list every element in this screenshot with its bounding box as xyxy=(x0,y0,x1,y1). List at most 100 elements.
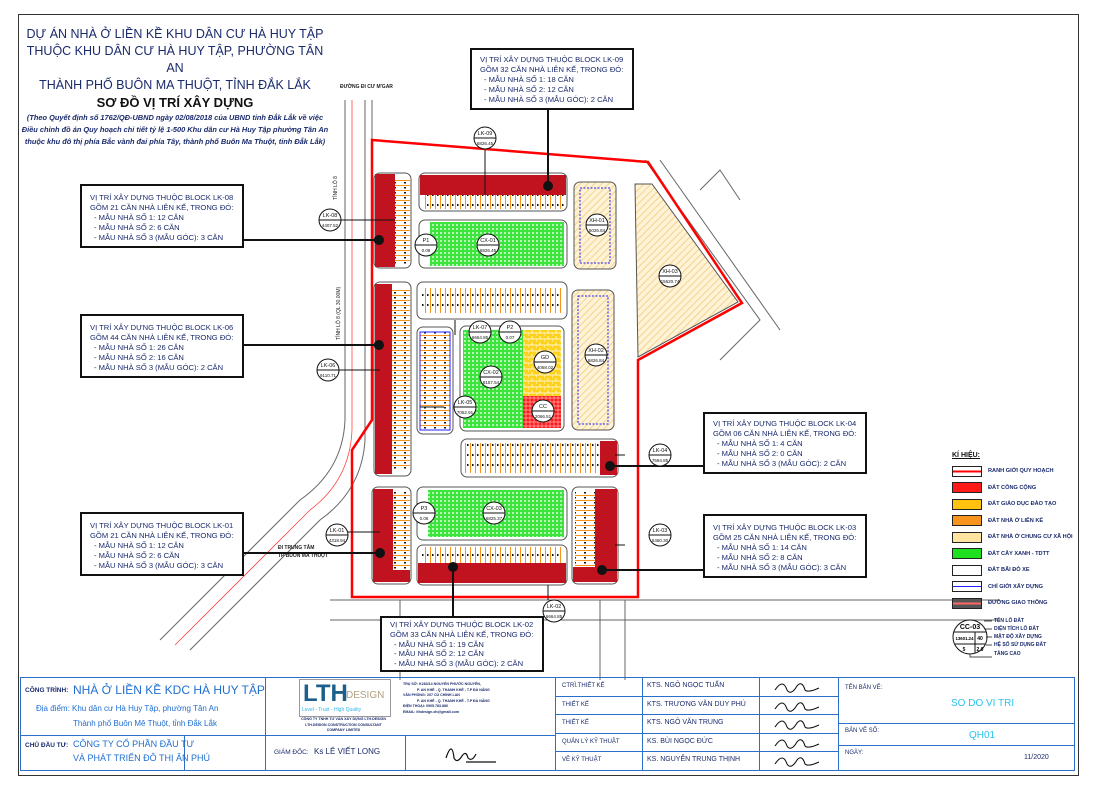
svg-text:P2: P2 xyxy=(507,325,514,331)
callout-total: GỒM 21 CĂN NHÀ LIÊN KẾ, TRONG ĐÓ: xyxy=(90,203,234,212)
svg-text:LK-04: LK-04 xyxy=(653,448,668,454)
owner-line-1: CÔNG TY CỔ PHẦN ĐẦU TƯ xyxy=(73,739,195,749)
staff-signature xyxy=(760,678,839,697)
staff-signature xyxy=(760,733,839,753)
callout-item: - MẪU NHÀ SỐ 3 (MẪU GÓC): 3 CĂN xyxy=(717,563,847,572)
callout-item: - MẪU NHÀ SỐ 3 (MẪU GÓC): 2 CĂN xyxy=(94,363,224,372)
svg-text:LK-06: LK-06 xyxy=(321,363,336,369)
title-line-1: DỰ ÁN NHÀ Ở LIỀN KỀ KHU DÂN CƯ HÀ HUY TẬ… xyxy=(26,27,324,41)
callout-title: VỊ TRÍ XÂY DỰNG THUỘC BLOCK LK-01 xyxy=(90,521,234,530)
title-subtitle: SƠ ĐỒ VỊ TRÍ XÂY DỰNG xyxy=(96,95,254,110)
svg-text:P1: P1 xyxy=(423,238,430,244)
svg-text:6826.84: 6826.84 xyxy=(588,358,605,363)
callout-item: - MẪU NHÀ SỐ 3 (MẪU GÓC): 3 CĂN xyxy=(94,233,224,242)
staff-signature xyxy=(760,696,839,716)
svg-text:DIỆN TÍCH LÔ ĐẤT: DIỆN TÍCH LÔ ĐẤT xyxy=(994,624,1039,632)
legend-label: CHỈ GIỚI XÂY DỰNG xyxy=(988,583,1043,590)
legend-item: CHỈ GIỚI XÂY DỰNG xyxy=(952,579,1077,596)
svg-text:0.08: 0.08 xyxy=(422,248,431,253)
swatch-social-housing xyxy=(952,531,982,543)
callout-item: - MẪU NHÀ SỐ 1: 14 CĂN xyxy=(717,543,807,552)
block-lk-09 xyxy=(418,172,568,212)
title-note-3: thuộc khu đô thị phía Bắc vành đai phía … xyxy=(24,137,326,146)
callout-item: - MẪU NHÀ SỐ 1: 19 CĂN xyxy=(394,639,484,649)
consultant-cell: LTH DESIGN Level - Trust - High Quality … xyxy=(266,678,556,736)
block-lk-05 xyxy=(416,326,454,435)
title-line-3: THÀNH PHỐ BUÔN MA THUỘT, TỈNH ĐẮK LẮK xyxy=(39,78,311,92)
title-note-2: Điều chỉnh đồ án Quy hoạch chi tiết tỷ l… xyxy=(21,125,329,134)
block-lk-03 xyxy=(571,486,619,585)
callout-title: VỊ TRÍ XÂY DỰNG THUỘC BLOCK LK-08 xyxy=(90,193,234,202)
svg-text:8157.54: 8157.54 xyxy=(483,380,500,385)
road-label-tinh-lo: TỈNH LỘ 8 xyxy=(332,176,339,200)
title-line-2: THUỘC KHU DÂN CƯ HÀ HUY TẬP, PHƯỜNG TÂN … xyxy=(26,44,324,75)
title-note-1: (Theo Quyết định số 1762/QĐ-UBND ngày 02… xyxy=(26,113,324,122)
block-xh-03 xyxy=(634,183,739,358)
svg-text:CC-03: CC-03 xyxy=(960,624,980,631)
address-line: P. AN KHÊ - Q. THANH KHÊ - T.P ĐÀ NẴNG xyxy=(417,687,490,692)
staff-role: THIẾT KẾ xyxy=(562,701,589,708)
location-line-2: Thành phố Buôn Mê Thuột, tỉnh Đắk Lắk xyxy=(73,719,217,728)
swatch-build-line xyxy=(952,581,982,593)
drawing-number-label: BẢN VẼ SỐ: xyxy=(845,728,880,734)
legend-item: ĐẤT NHÀ Ở CHUNG CƯ XÃ HỘI xyxy=(952,529,1077,546)
staff-name: KS. BÙI NGỌC ĐỨC xyxy=(647,737,713,745)
callout-total: GỒM 21 CĂN NHÀ LIÊN KẾ, TRONG ĐÓ: xyxy=(90,531,234,540)
owner-cell: CHỦ ĐẦU TƯ: CÔNG TY CỔ PHẦN ĐẦU TƯ VÀ PH… xyxy=(21,736,210,771)
date-cell: NGÀY: 11/2020 xyxy=(839,746,1075,771)
director-label: GIÁM ĐỐC: xyxy=(274,749,309,756)
sheet-title: DỰ ÁN NHÀ Ở LIỀN KỀ KHU DÂN CƯ HÀ HUY TẬ… xyxy=(20,26,330,147)
logo-design: DESIGN xyxy=(346,690,385,701)
staff-signature xyxy=(760,752,839,771)
address-line: P. AN KHÊ - Q. THANH KHÊ - T.P ĐÀ NẴNG xyxy=(417,698,490,703)
road-label-center-1: ĐI TRUNG TÂM xyxy=(278,544,314,551)
lot-tag-p1[interactable]: P1 0.08 xyxy=(414,233,438,257)
legend-label: ĐƯỜNG GIAO THÔNG xyxy=(988,600,1048,607)
address-line: VĂN PHÒNG: 207 CÙ CHÍNH LAN xyxy=(403,693,460,698)
svg-text:LK-09: LK-09 xyxy=(478,131,493,137)
svg-text:TÊN LÔ ĐẤT: TÊN LÔ ĐẤT xyxy=(994,616,1024,624)
svg-text:6825.37: 6825.37 xyxy=(486,516,503,521)
callout-title: VỊ TRÍ XÂY DỰNG THUỘC BLOCK LK-06 xyxy=(90,323,234,332)
svg-text:LK-07: LK-07 xyxy=(473,325,488,331)
staff-signature xyxy=(760,715,839,734)
staff-name-cell: KTS. TRƯƠNG VĂN DUY PHÚ xyxy=(643,696,760,716)
swatch-road xyxy=(952,597,982,609)
swatch-education xyxy=(952,498,982,510)
callout-item: - MẪU NHÀ SỐ 1: 12 CĂN xyxy=(94,213,184,222)
staff-role-cell: THIẾT KẾ xyxy=(556,715,643,734)
lot-tag-p2[interactable]: P20.07 xyxy=(498,320,522,344)
lot-tag-p3[interactable]: P30.06 xyxy=(412,501,436,525)
owner-label: CHỦ ĐẦU TƯ: xyxy=(25,742,69,749)
block-lk-01 xyxy=(371,486,412,585)
svg-text:HỆ SỐ SỬ DỤNG ĐẤT: HỆ SỐ SỬ DỤNG ĐẤT xyxy=(994,640,1046,648)
svg-text:P3: P3 xyxy=(421,506,428,512)
site-map: ĐƯỜNG ĐI CƯ M'GAR TỈNH LỘ 8 TỈNH LỘ 8 (Q… xyxy=(159,82,1000,680)
legend-label: RANH GIỚI QUY HOẠCH xyxy=(988,468,1054,475)
legend-label: ĐẤT BÃI ĐỖ XE xyxy=(988,567,1030,574)
callout-title: VỊ TRÍ XÂY DỰNG THUỘC BLOCK LK-02 xyxy=(390,620,534,629)
company-line: LTH.DESIGN CONSTRUCTION CONSULTANT xyxy=(305,722,382,727)
project-cell: CÔNG TRÌNH: NHÀ Ở LIỀN KỀ KDC HÀ HUY TẬP… xyxy=(21,678,266,736)
